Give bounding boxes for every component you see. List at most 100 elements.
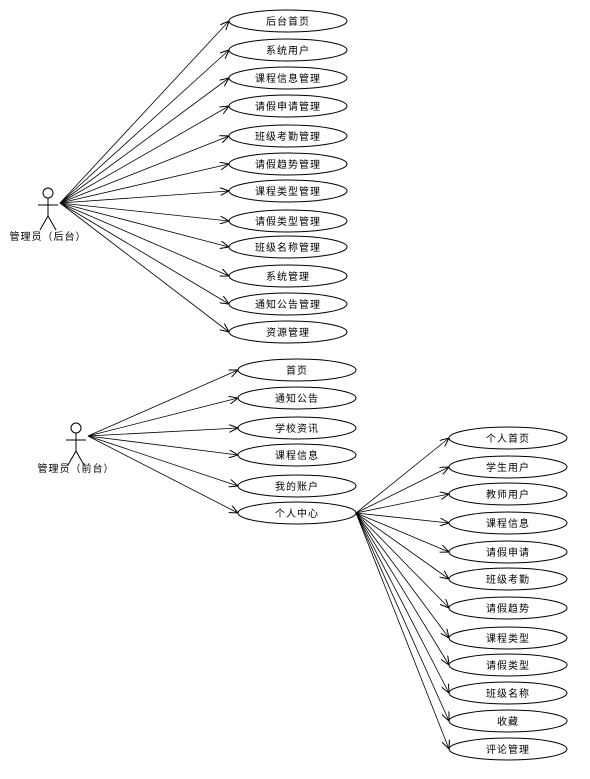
association-arrow bbox=[355, 494, 449, 514]
association-arrow bbox=[87, 435, 238, 455]
use-case-teacher-users[interactable]: 教师用户 bbox=[448, 482, 568, 506]
use-case-label: 课程信息管理 bbox=[255, 72, 321, 85]
use-case-favorites[interactable]: 收藏 bbox=[448, 709, 568, 733]
use-case-course-type[interactable]: 课程类型 bbox=[448, 626, 568, 650]
stick-figure-icon bbox=[66, 422, 86, 466]
association-arrow bbox=[59, 136, 229, 204]
actor-admin-backend: 管理员（后台） bbox=[10, 187, 87, 243]
backend-use-cases: 后台首页 系统用户 课程信息管理 请假申请管理 班级考勤管理 请假趋势管理 课程… bbox=[228, 9, 348, 344]
association-arrow bbox=[87, 398, 238, 437]
association-arrow bbox=[59, 202, 229, 332]
use-case-label: 请假类型 bbox=[486, 659, 530, 672]
use-case-system-users[interactable]: 系统用户 bbox=[228, 38, 348, 62]
use-case-label: 课程类型 bbox=[486, 632, 530, 645]
use-case-label: 课程类型管理 bbox=[255, 185, 321, 198]
use-case-label: 课程信息 bbox=[486, 517, 530, 530]
use-case-label: 班级名称 bbox=[486, 687, 530, 700]
association-arrow bbox=[59, 106, 229, 204]
use-case-resource-management[interactable]: 资源管理 bbox=[228, 320, 348, 344]
association-arrow bbox=[59, 164, 229, 204]
use-case-school-news[interactable]: 学校资讯 bbox=[237, 416, 357, 440]
use-case-course-type-management[interactable]: 课程类型管理 bbox=[228, 179, 348, 203]
use-case-leave-request-management[interactable]: 请假申请管理 bbox=[228, 94, 348, 118]
use-case-home[interactable]: 首页 bbox=[237, 358, 357, 382]
stick-figure-icon bbox=[38, 187, 58, 231]
use-case-label: 通知公告管理 bbox=[255, 298, 321, 311]
association-arrow bbox=[355, 467, 449, 514]
association-arrow bbox=[87, 435, 238, 486]
use-case-label: 学校资讯 bbox=[275, 422, 319, 435]
association-arrow bbox=[59, 202, 229, 221]
use-case-pc-course-info[interactable]: 课程信息 bbox=[448, 511, 568, 535]
association-arrow bbox=[59, 202, 229, 247]
use-case-class-attendance[interactable]: 班级考勤 bbox=[448, 567, 568, 591]
association-arrow bbox=[87, 370, 238, 437]
association-arrow bbox=[355, 512, 449, 579]
use-case-label: 学生用户 bbox=[486, 461, 530, 474]
use-case-label: 请假申请 bbox=[486, 546, 530, 559]
association-arrow bbox=[59, 191, 229, 204]
use-case-leave-request[interactable]: 请假申请 bbox=[448, 540, 568, 564]
use-case-label: 收藏 bbox=[497, 715, 519, 728]
association-arrow bbox=[59, 50, 229, 204]
use-case-label: 请假类型管理 bbox=[255, 215, 321, 228]
use-case-course-info[interactable]: 课程信息 bbox=[237, 443, 357, 467]
association-arrow bbox=[355, 512, 449, 552]
use-case-comment-management[interactable]: 评论管理 bbox=[448, 737, 568, 761]
association-arrow bbox=[355, 438, 449, 514]
use-case-my-account[interactable]: 我的账户 bbox=[237, 474, 357, 498]
use-case-label: 首页 bbox=[286, 364, 308, 377]
association-arrow bbox=[59, 78, 229, 204]
use-case-label: 个人中心 bbox=[275, 507, 319, 520]
use-case-class-name-management[interactable]: 班级名称管理 bbox=[228, 235, 348, 259]
use-case-label: 系统管理 bbox=[266, 270, 310, 283]
use-case-course-info-management[interactable]: 课程信息管理 bbox=[228, 66, 348, 90]
use-case-student-users[interactable]: 学生用户 bbox=[448, 455, 568, 479]
personal-center-use-cases: 个人首页 学生用户 教师用户 课程信息 请假申请 班级考勤 请假趋势 课程类型 bbox=[448, 426, 568, 761]
use-case-backend-home[interactable]: 后台首页 bbox=[228, 9, 348, 33]
association-arrow bbox=[355, 512, 449, 693]
use-case-class-attendance-management[interactable]: 班级考勤管理 bbox=[228, 124, 348, 148]
association-arrow bbox=[87, 428, 238, 437]
use-case-label: 课程信息 bbox=[275, 449, 319, 462]
use-case-personal-center[interactable]: 个人中心 bbox=[237, 501, 357, 525]
use-case-label: 请假申请管理 bbox=[255, 100, 321, 113]
use-case-label: 评论管理 bbox=[486, 743, 530, 756]
use-case-label: 系统用户 bbox=[266, 44, 310, 57]
use-case-label: 资源管理 bbox=[266, 326, 310, 339]
association-lines bbox=[59, 21, 449, 749]
use-case-system-management[interactable]: 系统管理 bbox=[228, 264, 348, 288]
use-case-label: 我的账户 bbox=[275, 480, 319, 493]
use-case-notices[interactable]: 通知公告 bbox=[237, 386, 357, 410]
use-case-label: 通知公告 bbox=[275, 392, 319, 405]
use-case-label: 教师用户 bbox=[486, 488, 530, 501]
use-case-notice-management[interactable]: 通知公告管理 bbox=[228, 292, 348, 316]
use-case-leave-trend-management[interactable]: 请假趋势管理 bbox=[228, 152, 348, 176]
use-case-label: 班级名称管理 bbox=[255, 241, 321, 254]
use-case-personal-home[interactable]: 个人首页 bbox=[448, 426, 568, 450]
association-arrow bbox=[355, 512, 449, 523]
association-arrow bbox=[355, 512, 449, 638]
use-case-leave-type-management[interactable]: 请假类型管理 bbox=[228, 209, 348, 233]
actor-admin-frontend: 管理员（前台） bbox=[38, 422, 115, 475]
association-arrow bbox=[355, 512, 449, 665]
use-case-leave-trend[interactable]: 请假趋势 bbox=[448, 596, 568, 620]
actor-label: 管理员（后台） bbox=[10, 230, 87, 243]
association-arrow bbox=[355, 512, 449, 608]
frontend-use-cases: 首页 通知公告 学校资讯 课程信息 我的账户 个人中心 bbox=[237, 358, 357, 525]
use-case-label: 请假趋势管理 bbox=[255, 158, 321, 171]
use-case-label: 后台首页 bbox=[266, 15, 310, 28]
association-arrow bbox=[87, 435, 238, 513]
actor-label: 管理员（前台） bbox=[38, 462, 115, 475]
association-arrow bbox=[59, 202, 229, 276]
use-case-class-name[interactable]: 班级名称 bbox=[448, 681, 568, 705]
association-arrow bbox=[355, 512, 449, 749]
use-case-label: 请假趋势 bbox=[486, 602, 530, 615]
use-case-label: 班级考勤 bbox=[486, 573, 530, 586]
association-arrow bbox=[59, 21, 229, 204]
association-arrow bbox=[59, 202, 229, 304]
use-case-leave-type[interactable]: 请假类型 bbox=[448, 653, 568, 677]
association-arrow bbox=[355, 512, 449, 721]
use-case-label: 个人首页 bbox=[486, 432, 530, 445]
